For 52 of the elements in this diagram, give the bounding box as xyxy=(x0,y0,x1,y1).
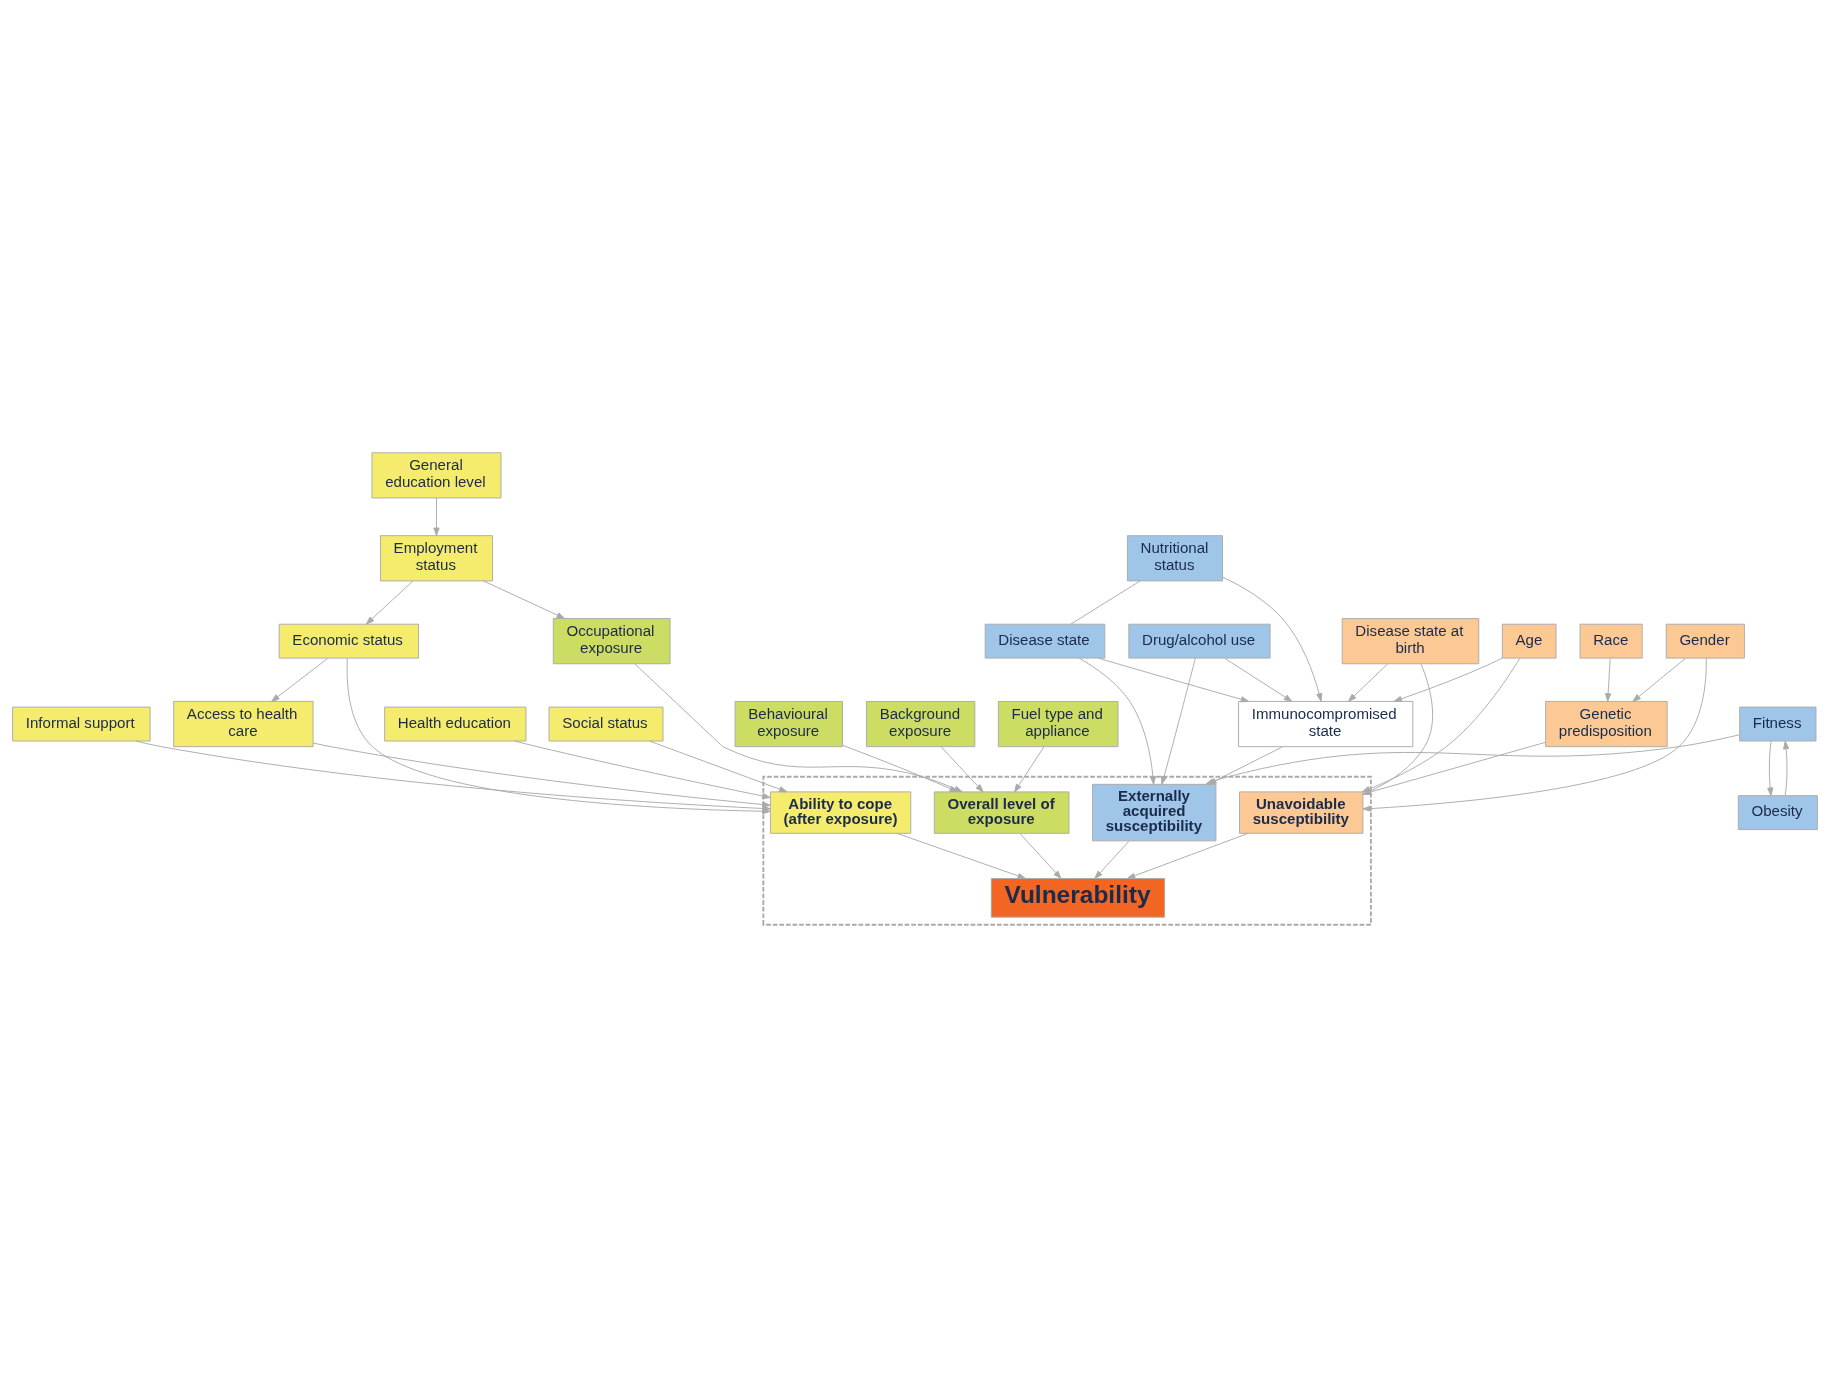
arrow xyxy=(514,740,771,799)
node-box: Genetic predisposition xyxy=(1545,700,1668,747)
arrow xyxy=(1348,662,1389,702)
arrow xyxy=(1019,832,1062,879)
node-box: Overall level of exposure xyxy=(933,790,1070,834)
node-box: Informal support xyxy=(12,706,151,741)
arrow xyxy=(1094,840,1130,879)
node-box: General education level xyxy=(371,451,502,498)
node-box: Employment status xyxy=(379,534,493,581)
arrow xyxy=(312,742,771,808)
arrow xyxy=(1605,657,1612,702)
connector xyxy=(1070,579,1141,625)
node-box: Externally acquired susceptibility xyxy=(1092,783,1217,841)
arrow xyxy=(1014,745,1045,792)
node-box: Background exposure xyxy=(866,700,976,747)
node-box: Health education xyxy=(384,706,527,741)
arrow xyxy=(1160,657,1196,785)
arrow xyxy=(1393,657,1503,702)
arrow xyxy=(482,579,566,619)
node-box: Immunocompromised state xyxy=(1238,700,1414,747)
arrow xyxy=(1222,576,1323,702)
node-box: Economic status xyxy=(278,623,420,659)
node-box: Behavioural exposure xyxy=(734,700,843,747)
arrow xyxy=(365,579,414,625)
arrow xyxy=(433,497,440,536)
arrow xyxy=(649,740,788,792)
arrow xyxy=(1632,657,1686,702)
arrow xyxy=(1097,657,1250,702)
arrow xyxy=(842,744,958,792)
node-box: Obesity xyxy=(1737,794,1818,830)
node-box: Occupational exposure xyxy=(552,617,671,664)
arrow xyxy=(1078,657,1157,785)
node-box: Gender xyxy=(1665,623,1745,659)
arrow xyxy=(1126,832,1249,879)
arrow xyxy=(1224,657,1293,702)
node-box: Access to health care xyxy=(173,700,314,747)
node-box: Ability to cope (after exposure) xyxy=(769,790,912,834)
node-box: Disease state at birth xyxy=(1341,617,1480,664)
node-box: Social status xyxy=(548,706,664,741)
node-box: Unavoidable susceptibility xyxy=(1239,790,1364,834)
arrow xyxy=(1767,740,1774,796)
node-box: Drug/alcohol use xyxy=(1128,623,1271,659)
node-box: Disease state xyxy=(984,623,1106,659)
arrow xyxy=(896,832,1026,879)
arrow xyxy=(1783,740,1790,796)
node-box: Age xyxy=(1501,623,1557,659)
arrow xyxy=(271,657,329,702)
node-box: Fuel type and appliance xyxy=(997,700,1119,747)
node-box: Race xyxy=(1579,623,1643,659)
node-box: Fitness xyxy=(1739,706,1817,741)
node-box: Nutritional status xyxy=(1126,534,1223,581)
node-box: Vulnerability xyxy=(990,877,1166,918)
